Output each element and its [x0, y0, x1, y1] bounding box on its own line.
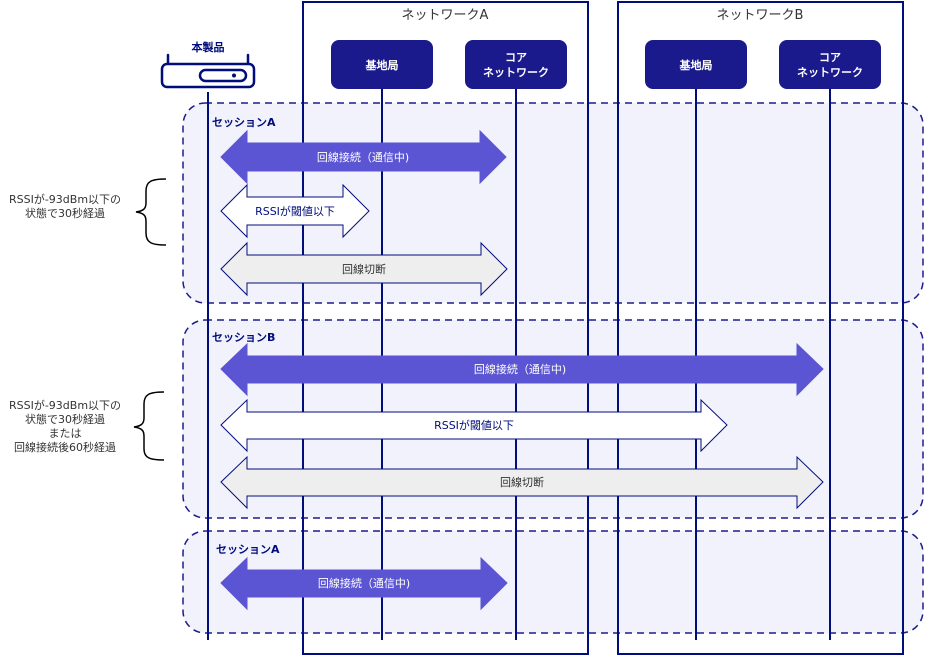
arrow-3-1: 回線接続（通信中)	[220, 556, 508, 611]
condition-text-2: RSSIが-93dBm以下の 状態で30秒経過 または 回線接続後60秒経過	[0, 399, 130, 455]
condition-text-1: RSSIが-93dBm以下の 状態で30秒経過	[0, 193, 130, 221]
node-a-core-label-2: ネットワーク	[483, 66, 549, 79]
condition-line: 回線接続後60秒経過	[14, 441, 116, 454]
arrow-label: 回線接続（通信中)	[318, 576, 410, 590]
condition-line: 状態で30秒経過	[25, 413, 105, 426]
arrow-shape	[220, 455, 824, 510]
arrow-1-2: RSSIが閾値以下	[220, 183, 370, 239]
condition-line: 状態で30秒経過	[25, 207, 105, 220]
arrow-label: 回線接続（通信中)	[474, 362, 566, 376]
arrow-shape	[220, 183, 370, 239]
router-icon	[160, 53, 256, 89]
arrow-label: RSSIが閾値以下	[255, 204, 335, 218]
arrow-1-3: 回線切断	[220, 241, 508, 297]
arrow-shape	[220, 241, 508, 297]
session-label-1: セッションA	[212, 116, 276, 129]
node-b-core-label-1: コア	[819, 51, 841, 64]
session-label-3: セッションA	[216, 543, 280, 556]
arrow-1-1: 回線接続（通信中)	[220, 129, 507, 185]
arrow-shape	[220, 342, 824, 397]
node-b-core: コア ネットワーク	[779, 40, 881, 89]
node-a-core-label-1: コア	[505, 51, 527, 64]
device-label: 本製品	[192, 40, 225, 54]
arrow-label: 回線切断	[500, 475, 544, 489]
condition-line: RSSIが-93dBm以下の	[8, 399, 122, 412]
condition-brace-2	[133, 391, 165, 461]
node-a-core: コア ネットワーク	[465, 40, 567, 89]
arrow-label: RSSIが閾値以下	[434, 418, 514, 432]
node-a-base-label: 基地局	[365, 58, 399, 72]
condition-brace-1	[135, 178, 167, 246]
condition-line: または	[48, 427, 82, 440]
arrow-2-1: 回線接続（通信中)	[220, 342, 824, 397]
network-a-title: ネットワークA	[402, 8, 489, 23]
condition-line: RSSIが-93dBm以下の	[8, 193, 122, 206]
arrow-shape	[220, 398, 728, 453]
arrow-2-3: 回線切断	[220, 455, 824, 510]
session-box-3	[182, 530, 924, 634]
node-b-core-label-2: ネットワーク	[797, 66, 863, 79]
network-b-title: ネットワークB	[717, 8, 804, 23]
node-b-base-label: 基地局	[679, 58, 713, 72]
arrow-label: 回線接続（通信中)	[317, 150, 409, 164]
arrow-label: 回線切断	[342, 262, 386, 276]
arrow-2-2: RSSIが閾値以下	[220, 398, 728, 453]
arrow-shape	[220, 129, 507, 185]
session-label-2: セッションB	[212, 331, 275, 344]
arrow-shape	[220, 556, 508, 611]
node-a-base: 基地局	[331, 40, 433, 89]
node-b-base: 基地局	[645, 40, 747, 89]
network-b-frame	[617, 1, 904, 655]
network-a-frame	[302, 1, 589, 655]
